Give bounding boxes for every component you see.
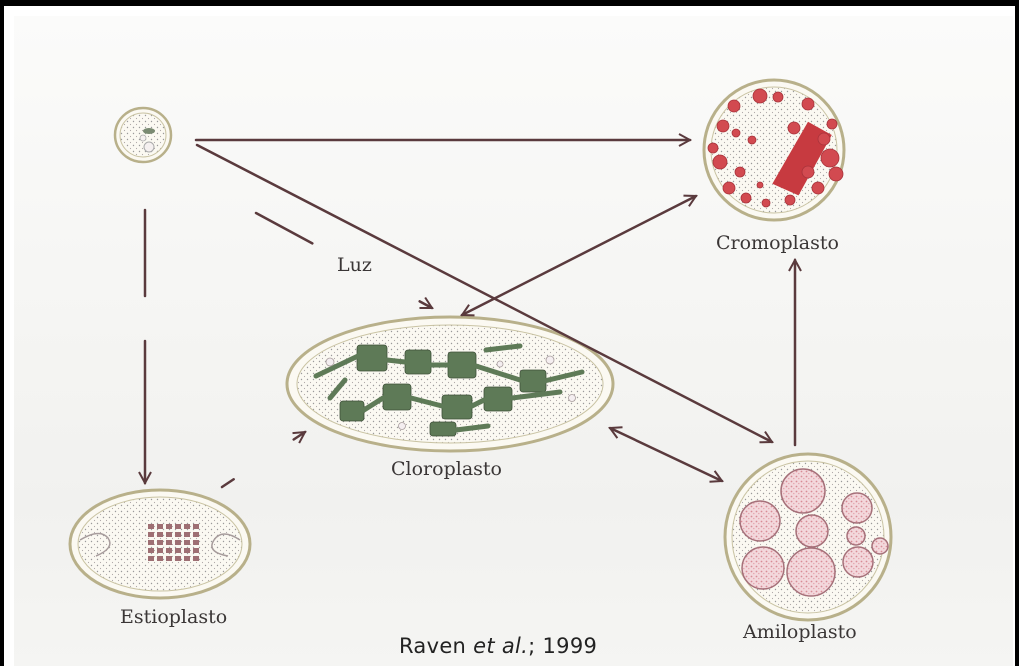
arrow-chloroplast-amyloplast: [610, 428, 722, 481]
citation-year: ; 1999: [528, 634, 597, 658]
label-estioplasto: Estioplasto: [120, 606, 227, 628]
citation: Raven et al.; 1999: [399, 634, 597, 658]
arrow-chloroplast-chromoplast: [462, 196, 696, 315]
amyloplast: [725, 454, 891, 620]
proplastid: [115, 108, 171, 162]
label-luz: Luz: [337, 254, 372, 276]
citation-etal: et al.: [473, 634, 528, 658]
label-cloroplasto: Cloroplasto: [391, 458, 502, 480]
label-cromoplasto: Cromoplasto: [716, 232, 839, 254]
etioplast: [70, 490, 250, 598]
label-amiloplasto: Amiloplasto: [743, 621, 857, 643]
chromoplast: [704, 80, 844, 220]
chloroplast: [287, 317, 613, 451]
arrow-etioplast-to-chloroplast: [222, 432, 305, 487]
citation-author: Raven: [399, 634, 473, 658]
